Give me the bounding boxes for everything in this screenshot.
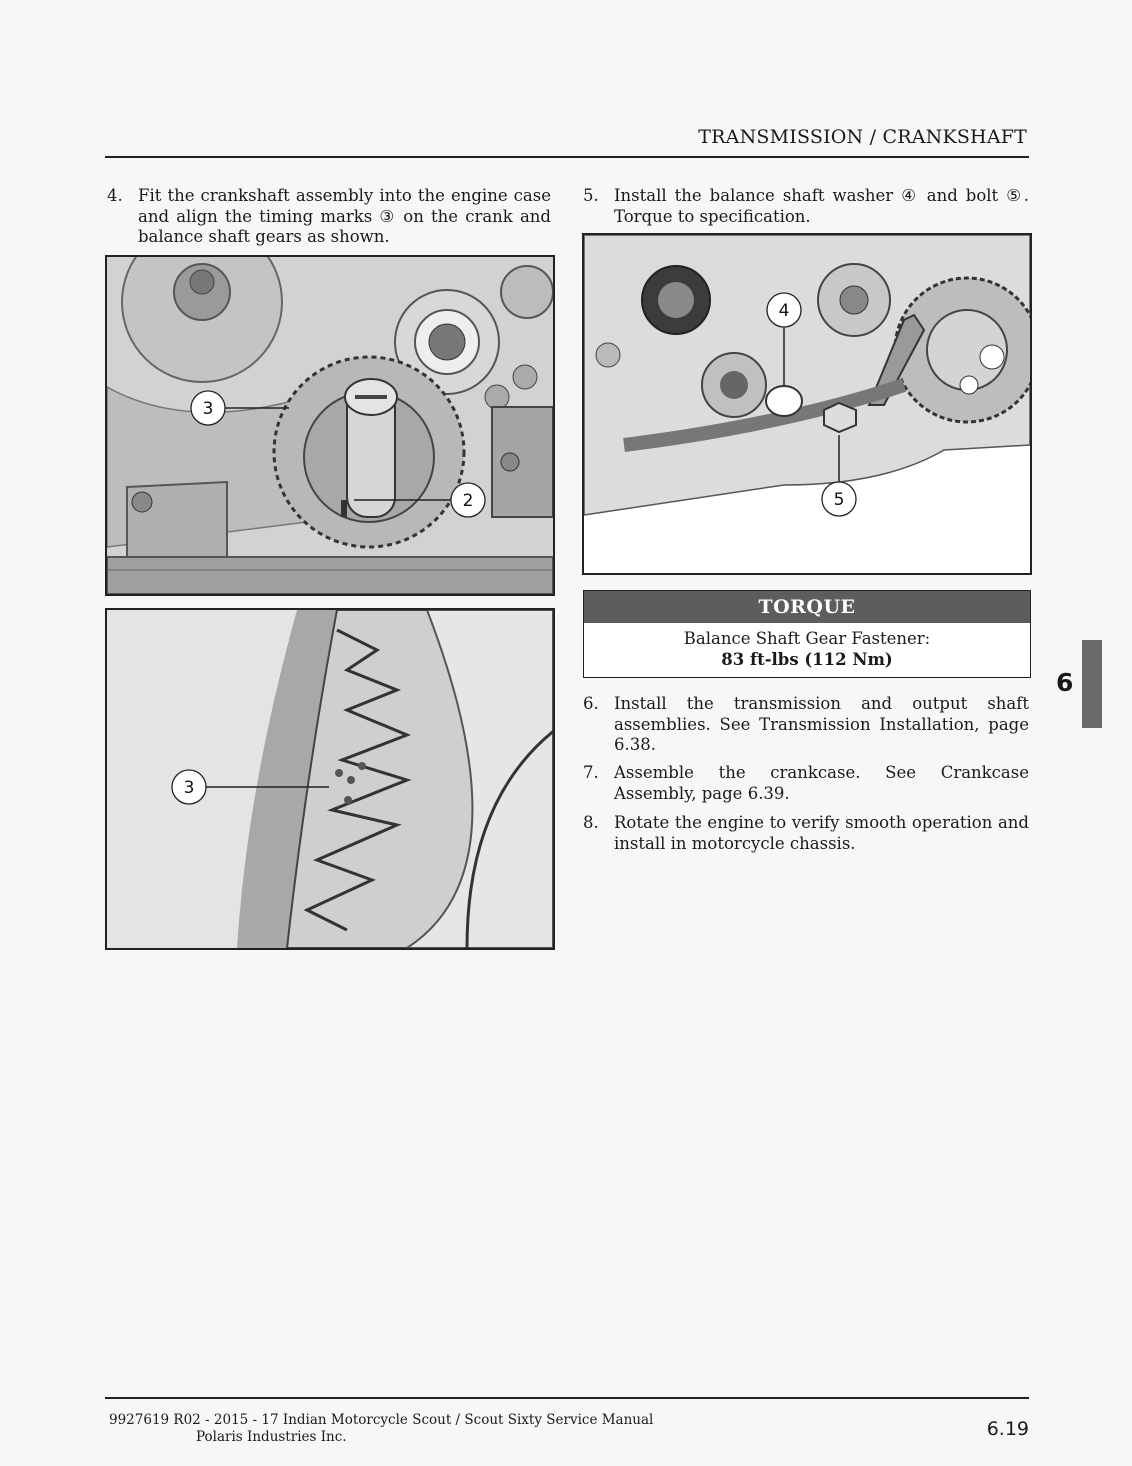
callout-5: 5	[821, 481, 857, 517]
step-number: 8.	[583, 813, 599, 832]
callout-2: 2	[450, 482, 486, 518]
torque-fastener-label: Balance Shaft Gear Fastener:	[683, 629, 931, 648]
step-text: Fit the crankshaft assembly into the eng…	[138, 186, 551, 246]
torque-heading: TORQUE	[584, 591, 1030, 623]
step-5: 5. Install the balance shaft washer ④ an…	[583, 186, 1029, 227]
figure-balance-shaft-bolt: 4 5	[582, 233, 1032, 575]
footer-manual-title: 9927619 R02 - 2015 - 17 Indian Motorcycl…	[109, 1412, 654, 1428]
step-6: 6. Install the transmission and output s…	[583, 694, 1029, 756]
callout-2-label: 2	[463, 491, 474, 511]
callout-3-detail: 3	[171, 769, 207, 805]
page-number: 6.19	[986, 1418, 1029, 1440]
step-text: Assemble the crankcase. See Crankcase As…	[614, 763, 1029, 803]
callout-3: 3	[190, 390, 226, 426]
step-text: Rotate the engine to verify smooth opera…	[614, 813, 1029, 853]
step-number: 5.	[583, 186, 599, 205]
callout-4: 4	[766, 292, 802, 328]
step-7: 7. Assemble the crankcase. See Crankcase…	[583, 763, 1029, 804]
torque-value: 83 ft-lbs (112 Nm)	[721, 650, 893, 669]
footer-rule	[105, 1397, 1029, 1399]
page-header-title: TRANSMISSION / CRANKSHAFT	[698, 126, 1027, 148]
step-number: 6.	[583, 694, 599, 713]
figure-timing-mark-closeup: 3	[105, 608, 555, 950]
step-text: Install the balance shaft washer ④ and b…	[614, 186, 1029, 226]
step-text: Install the transmission and output shaf…	[614, 694, 1029, 754]
callout-3-label: 3	[203, 399, 214, 419]
step-number: 7.	[583, 763, 599, 782]
chapter-tab-marker	[1082, 640, 1102, 728]
step-8: 8. Rotate the engine to verify smooth op…	[583, 813, 1029, 854]
callout-4-label: 4	[779, 301, 790, 321]
callout-5-label: 5	[834, 490, 845, 510]
chapter-number: 6	[1056, 668, 1074, 697]
torque-spec-box: TORQUE Balance Shaft Gear Fastener: 83 f…	[583, 590, 1031, 678]
header-rule	[105, 156, 1029, 158]
step-number: 4.	[107, 186, 123, 205]
callout-3-detail-label: 3	[184, 778, 195, 798]
figure-crankshaft-gears: 3 2	[105, 255, 555, 596]
step-4: 4. Fit the crankshaft assembly into the …	[107, 186, 551, 248]
footer-publisher: Polaris Industries Inc.	[196, 1429, 347, 1445]
